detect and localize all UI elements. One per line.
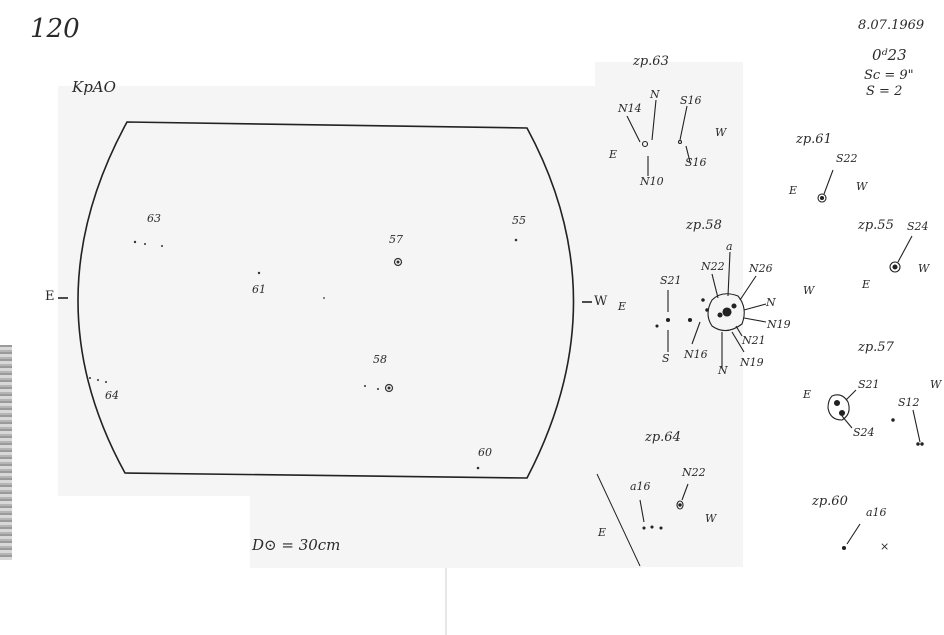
gr63-label: N14 (618, 102, 642, 115)
obs-date: 8.07.1969 (858, 18, 925, 33)
gr63-label: N10 (640, 175, 664, 188)
disk-diameter: D⊙ = 30cm (252, 536, 341, 554)
gr63-label: S16 (680, 94, 702, 107)
gr63-leaders (626, 99, 691, 176)
spot-55 (514, 238, 518, 242)
solar-disk-outline (77, 121, 575, 479)
gr55-label: S24 (907, 220, 929, 233)
gr63-label: E (609, 148, 618, 161)
gr57-label: S12 (898, 396, 920, 409)
disk-east: E (45, 289, 55, 304)
gr64-title: zp.64 (645, 430, 681, 445)
gr64-label: N22 (682, 466, 706, 479)
gr57-label: S21 (858, 378, 880, 391)
gr55-label: W (918, 262, 930, 275)
gr58-label: N19 (740, 356, 764, 369)
gr57-penumbra (827, 394, 850, 421)
gr58-label: N26 (749, 262, 773, 275)
disk-group-label: 60 (478, 446, 492, 459)
gr58-label: N (766, 296, 776, 309)
gr58-label: N19 (767, 318, 791, 331)
disk-title: KpAO (72, 78, 116, 96)
gr58-label: S (662, 352, 670, 365)
spot-58 (384, 383, 394, 393)
gr61-title: zp.61 (796, 132, 832, 147)
obs-time: 0ᵈ23 (872, 46, 907, 64)
spot-57 (393, 257, 403, 267)
gr61-spot (817, 193, 827, 203)
gr63-title: zp.63 (633, 54, 669, 69)
gr58-title: zp.58 (686, 218, 722, 233)
gr57-title: zp.57 (858, 340, 894, 355)
gr58-label: N16 (684, 348, 708, 361)
gr63-label: N (650, 88, 660, 101)
disk-west: W (594, 294, 608, 309)
gr58-label: W (803, 284, 815, 297)
disk-group-label: 57 (389, 233, 403, 246)
fold-line (596, 473, 641, 567)
gr58-leaders (667, 251, 767, 368)
spot-63 (133, 240, 137, 244)
gr58-label: E (618, 300, 627, 313)
gr58-label: S21 (660, 274, 682, 287)
page-number: 120 (30, 14, 80, 44)
obs-s: S = 2 (866, 84, 903, 99)
gr61-label: E (789, 184, 798, 197)
gr63-label: S16 (685, 156, 707, 169)
spot-64 (89, 377, 91, 379)
disk-sheet-lower (250, 480, 642, 568)
gr61-label: S22 (836, 152, 858, 165)
disk-group-label: 58 (373, 353, 387, 366)
gr58-label: N21 (742, 334, 766, 347)
gr60-label: a16 (866, 506, 887, 519)
scan-edge (0, 345, 12, 560)
disk-group-label: 63 (147, 212, 161, 225)
gr60-spot (841, 545, 847, 551)
gr64-label: E (598, 526, 607, 539)
spot-60 (476, 466, 480, 470)
obs-seeing: Sc = 9" (864, 68, 914, 83)
gr58-label: a (726, 240, 733, 253)
gr58-label: N (718, 364, 728, 377)
gr64-label: a16 (630, 480, 651, 493)
gr58-label: N22 (701, 260, 725, 273)
spot-center (323, 297, 325, 299)
gr55-title: zp.55 (858, 218, 894, 233)
gr57-label: E (803, 388, 812, 401)
spot-61 (257, 271, 261, 275)
gr60-title: zp.60 (812, 494, 848, 509)
disk-group-label: 64 (105, 389, 119, 402)
disk-group-label: 61 (252, 283, 266, 296)
gr63-label: W (715, 126, 727, 139)
gr57-label: W (930, 378, 942, 391)
gr64-label: W (705, 512, 717, 525)
disk-group-label: 55 (512, 214, 526, 227)
gr57-label: S24 (853, 426, 875, 439)
gr55-spot (889, 261, 901, 273)
disk-sheet (58, 86, 608, 496)
gr64-spot (676, 500, 684, 510)
gr58-penumbra (707, 293, 745, 332)
gr61-label: W (856, 180, 868, 193)
gr60-mark: × (880, 540, 890, 553)
gr55-label: E (862, 278, 871, 291)
